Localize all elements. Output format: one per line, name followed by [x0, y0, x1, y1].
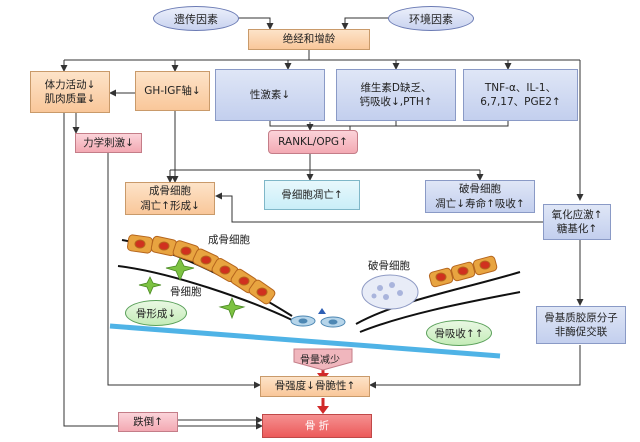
falls-box: 跌倒↑: [118, 412, 178, 432]
activity-box: 体力活动↓ 肌肉质量↓: [30, 71, 110, 113]
bone-strength-box: 骨强度↓骨脆性↑: [260, 376, 370, 397]
osteoblast-box: 成骨细胞 凋亡↑形成↓: [125, 182, 215, 215]
osteoclast-cell: [361, 274, 419, 310]
osteoblast-label: 成骨细胞: [208, 234, 250, 246]
sex-hormone-box: 性激素↓: [215, 69, 325, 121]
oxidative-stress-box: 氧化应激↑ 糖基化↑: [543, 204, 611, 240]
connectors: [60, 17, 584, 430]
vitamin-d-box: 维生素D缺乏、 钙吸收↓,PTH↑: [336, 69, 456, 121]
bone-loss-marker: [318, 308, 326, 314]
right-osteoblast-cells: [428, 255, 498, 288]
fracture-box: 骨 折: [262, 414, 372, 438]
osteoclast-label: 破骨细胞: [368, 260, 410, 272]
bone-loss-shape: [293, 348, 353, 371]
rankl-opg-box: RANKL/OPG↑: [268, 130, 358, 154]
collagen-crosslink-box: 骨基质胶原分子 非酶促交联: [536, 306, 626, 344]
osteoblast-cells: [127, 234, 276, 305]
mech-stim-box: 力学刺激↓: [75, 133, 142, 153]
cytokines-box: TNF-α、IL-1、 6,7,17、PGE2↑: [463, 69, 578, 121]
osteoclast-box: 破骨细胞 凋亡↓寿命↑吸收↑: [425, 180, 535, 213]
bone-loss-label: 骨量减少: [300, 355, 340, 366]
environment-factor-node: 环境因素: [388, 6, 474, 31]
osteocyte-stars: [138, 257, 246, 320]
osteocyte-box: 骨细胞凋亡↑: [264, 180, 360, 210]
aging-box: 绝经和增龄: [248, 29, 370, 50]
lining-cells: [290, 315, 346, 328]
bone-resorption-label: 骨吸收↑↑: [426, 320, 492, 346]
gh-igf-box: GH-IGF轴↓: [135, 71, 210, 111]
genetic-factor-node: 遗传因素: [153, 6, 239, 31]
osteocyte-label: 骨细胞: [170, 286, 202, 298]
bone-formation-label: 骨形成↓: [125, 300, 187, 326]
bone-illustration: [109, 234, 521, 371]
